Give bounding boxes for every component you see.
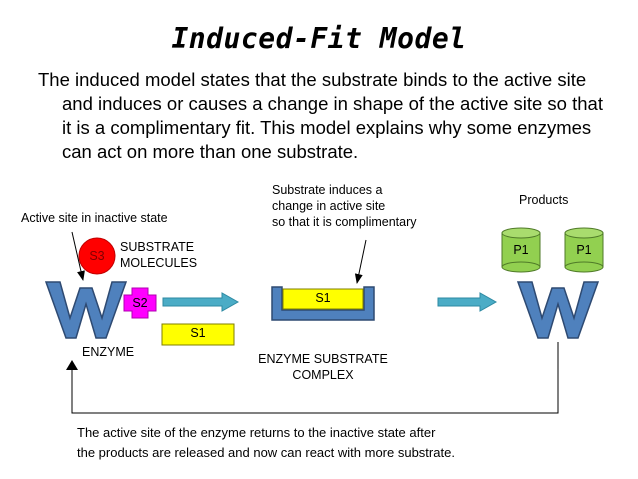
complex-label: ENZYME SUBSTRATE COMPLEX bbox=[248, 351, 398, 383]
footer-note: The active site of the enzyme returns to… bbox=[77, 423, 455, 463]
p1-left-label: P1 bbox=[513, 243, 529, 257]
return-loop-arrowhead bbox=[66, 360, 78, 370]
complex-line1: ENZYME SUBSTRATE bbox=[258, 352, 388, 366]
complex-pointer-line bbox=[354, 239, 367, 284]
p1-right-label: P1 bbox=[576, 243, 592, 257]
substrate-induces-line2: change in active site bbox=[272, 199, 386, 213]
substrate-s3-circle bbox=[78, 237, 116, 275]
complex-line2: COMPLEX bbox=[292, 368, 354, 382]
footer-line1: The active site of the enzyme returns to… bbox=[77, 425, 436, 440]
enzyme-label: ENZYME bbox=[82, 345, 135, 359]
bound-substrate-s1-box bbox=[282, 288, 364, 310]
substrate-induces-line3: so that it is complimentary bbox=[272, 215, 417, 229]
description-text: The induced model states that the substr… bbox=[38, 68, 610, 164]
substrate-molecules-line1: SUBSTRATE bbox=[120, 240, 195, 254]
active-site-pointer-line bbox=[71, 231, 85, 281]
substrate-molecules-label: SUBSTRATE MOLECULES bbox=[120, 239, 197, 271]
s3-label: S3 bbox=[89, 249, 105, 263]
product-p1-left-cylinder bbox=[501, 227, 541, 273]
footer-line2: the products are released and now can re… bbox=[77, 445, 455, 460]
s2-label: S2 bbox=[132, 296, 148, 310]
substrate-s2-cross bbox=[123, 287, 157, 319]
reaction-arrow-2 bbox=[437, 292, 498, 312]
substrate-molecules-line2: MOLECULES bbox=[120, 256, 198, 270]
description-paragraph: The induced model states that the substr… bbox=[38, 69, 603, 162]
product-p1-right-cylinder bbox=[564, 227, 604, 273]
substrate-induces-line1: Substrate induces a bbox=[272, 183, 383, 197]
return-loop-line bbox=[71, 342, 559, 414]
reaction-arrow-1 bbox=[162, 292, 240, 312]
active-site-inactive-label: Active site in inactive state bbox=[21, 211, 168, 225]
s1-label: S1 bbox=[190, 326, 206, 340]
products-label: Products bbox=[519, 193, 569, 207]
substrate-induces-label: Substrate induces a change in active sit… bbox=[272, 182, 417, 230]
enzyme-inactive-shape bbox=[44, 281, 128, 339]
page-title: Induced-Fit Model bbox=[171, 22, 467, 55]
enzyme-released-shape bbox=[516, 281, 600, 339]
enzyme-active-shape bbox=[271, 286, 375, 321]
bound-s1-label: S1 bbox=[315, 291, 331, 305]
substrate-s1-box bbox=[161, 323, 235, 346]
